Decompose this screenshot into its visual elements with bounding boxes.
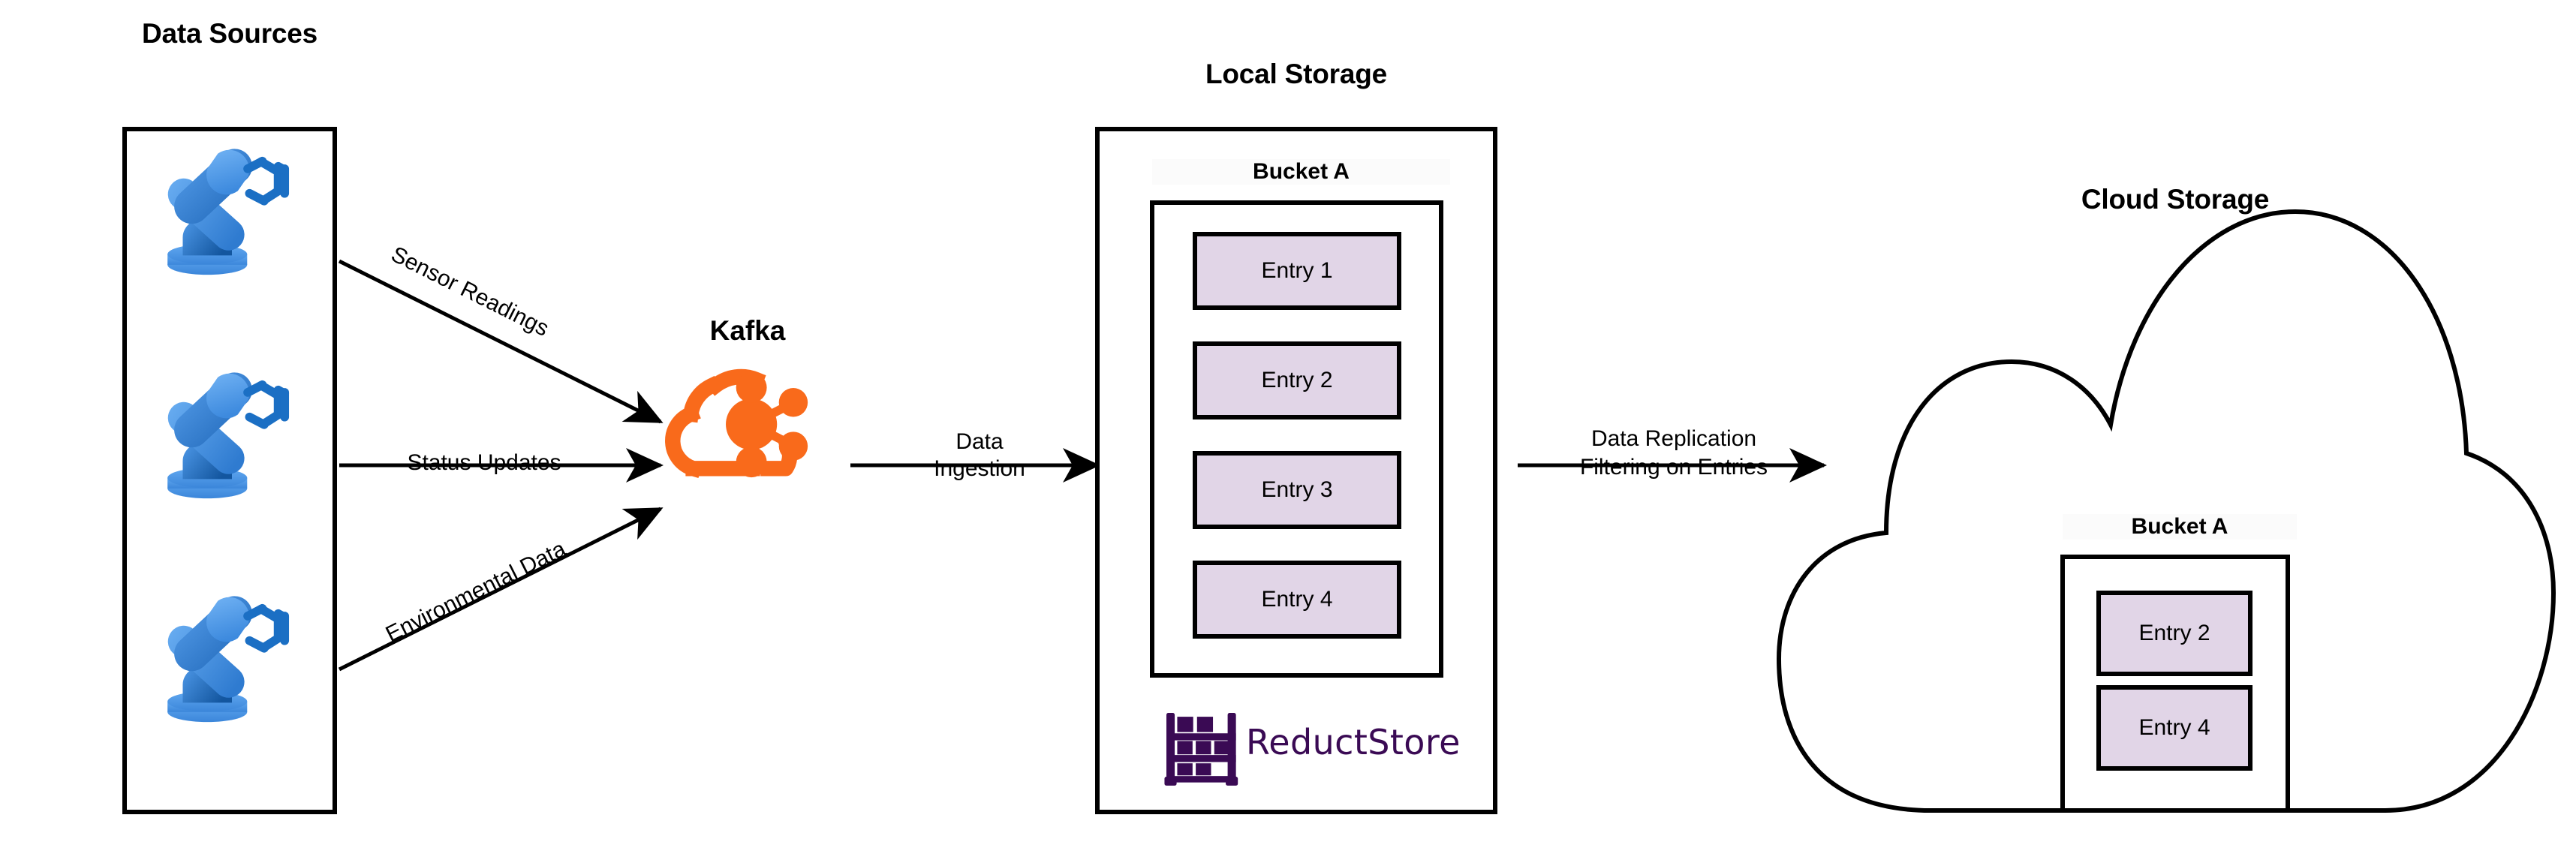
page-title-kafka: Kafka	[709, 315, 786, 346]
cloud-bucket-title: Bucket A	[2063, 514, 2297, 540]
cloud-entry-label-2: Entry 4	[2138, 715, 2210, 740]
local-entry-label-3: Entry 3	[1261, 477, 1333, 502]
edge-label-data-replication-line1: Data Replication	[1590, 426, 1757, 451]
page-title-local-storage: Local Storage	[1205, 59, 1388, 89]
local-bucket-title: Bucket A	[1152, 159, 1450, 185]
arrow-environmental-data	[338, 507, 664, 672]
kafka-logo-icon	[673, 372, 808, 477]
local-entry-label-2: Entry 2	[1261, 368, 1333, 392]
local-entry-label-4: Entry 4	[1261, 587, 1333, 612]
local-entry-box-4[interactable]	[1193, 561, 1401, 639]
local-entry-box-3[interactable]	[1193, 451, 1401, 529]
edge-label-data-ingestion-line2: Ingestion	[934, 456, 1025, 481]
cloud-entry-box-2[interactable]	[2096, 685, 2252, 771]
cloud-entry-box-1[interactable]	[2096, 591, 2252, 676]
edge-label-data-replication-line2: Filtering on Entries	[1579, 455, 1768, 480]
local-entry-box-1[interactable]	[1193, 232, 1401, 310]
cloud-entry-label-1: Entry 2	[2138, 621, 2210, 645]
local-entry-box-2[interactable]	[1193, 341, 1401, 419]
page-title-data-sources: Data Sources	[141, 18, 318, 49]
reductstore-wordmark: ReductStore	[1246, 722, 1461, 762]
page-title-cloud-storage: Cloud Storage	[2081, 184, 2270, 215]
local-entry-label-1: Entry 1	[1261, 258, 1333, 283]
edge-label-status-updates: Status Updates	[407, 450, 561, 475]
cloud-storage-shape	[1776, 209, 2556, 813]
arrow-sensor-readings	[338, 259, 664, 424]
edge-label-data-ingestion-line1: Data	[955, 429, 1004, 454]
